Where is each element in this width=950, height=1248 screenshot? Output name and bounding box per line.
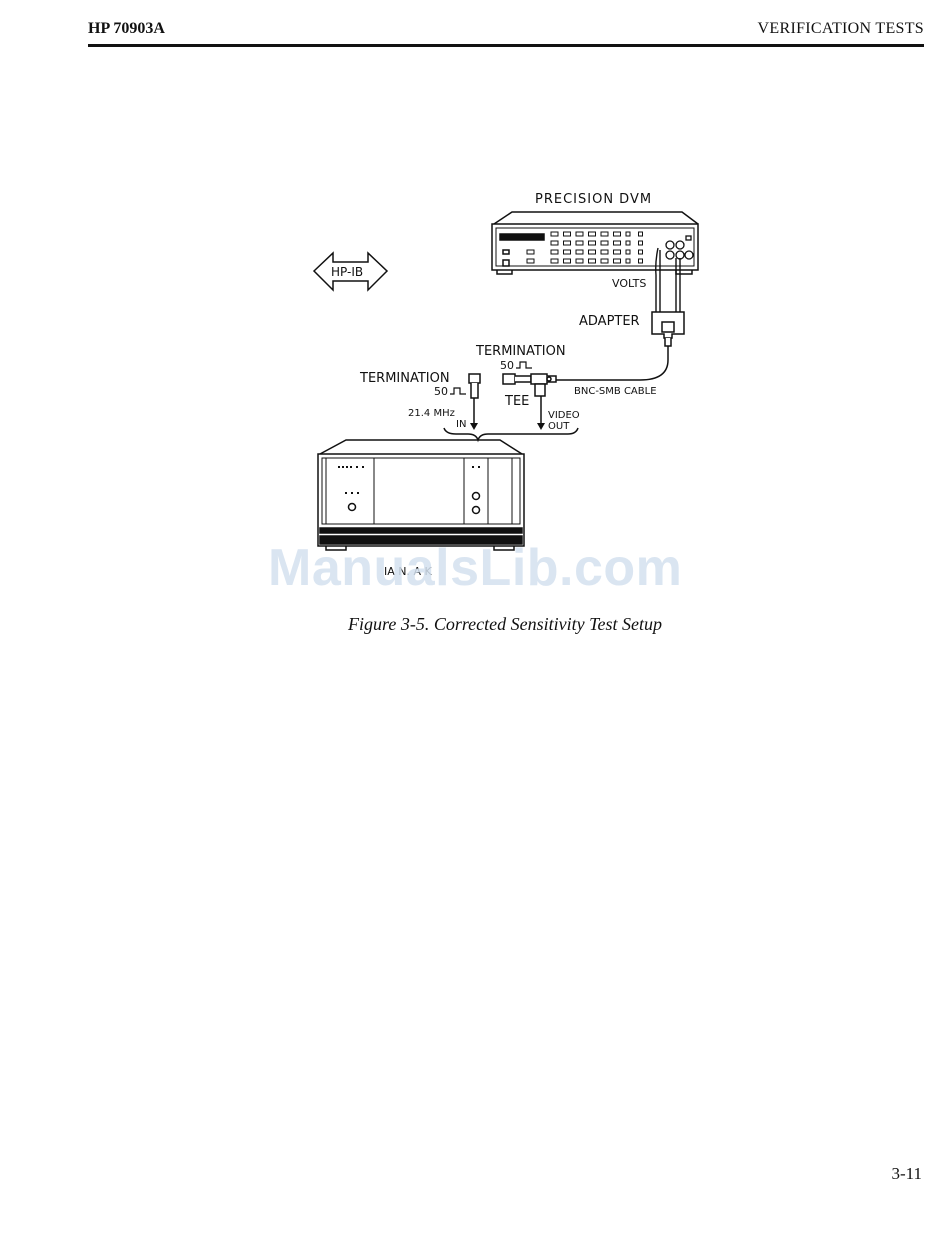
freq-in-label-2: IN [456, 419, 466, 430]
hpib-label: HP-IB [331, 265, 363, 279]
dvm-key [551, 259, 558, 263]
dvm-key [551, 232, 558, 236]
dvm-key [601, 259, 608, 263]
dvm-key [564, 241, 571, 245]
mainframe-instrument [318, 440, 524, 550]
dvm-key [601, 232, 608, 236]
dvm-key [639, 259, 643, 263]
dvm-key [614, 232, 621, 236]
dvm-key [639, 241, 643, 245]
video-out-label-1: VIDEO [548, 410, 580, 421]
ohm-symbol-top [516, 362, 532, 368]
dvm-key [589, 250, 596, 254]
ohm-symbol-left [450, 388, 466, 394]
termination-top-ohms: 50 [500, 359, 514, 372]
termination-top-icon [503, 374, 531, 384]
dvm-key [614, 250, 621, 254]
cable-label: BNC-SMB CABLE [574, 386, 657, 397]
freq-in-label-1: 21.4 MHz [408, 408, 455, 419]
dvm-key [576, 232, 583, 236]
dvm-key [551, 241, 558, 245]
termination-top-label: TERMINATION [475, 344, 566, 359]
dvm-key [589, 241, 596, 245]
dvm-key [576, 259, 583, 263]
dvm-key [626, 250, 630, 254]
adapter-label: ADAPTER [579, 314, 640, 329]
dvm-key [614, 241, 621, 245]
dvm-key [639, 250, 643, 254]
dvm-title: PRECISION DVM [535, 192, 652, 207]
dvm-input-jacks [666, 236, 693, 259]
dvm-key [626, 259, 630, 263]
hpib-bus-icon: HP-IB [314, 253, 387, 290]
figure-caption: Figure 3-5. Corrected Sensitivity Test S… [0, 614, 950, 635]
dvm-key [527, 259, 534, 263]
dvm-key [564, 250, 571, 254]
dvm-key [639, 232, 643, 236]
module-indicator-dots [338, 466, 480, 494]
dvm-key [601, 250, 608, 254]
page-number: 3-11 [891, 1164, 922, 1184]
dvm-key [589, 259, 596, 263]
dvm-key [564, 232, 571, 236]
video-out-label-2: OUT [548, 421, 570, 432]
termination-left-ohms: 50 [434, 385, 448, 398]
termination-left-icon [469, 374, 480, 398]
dvm-key [576, 250, 583, 254]
dvm-key [601, 241, 608, 245]
bnc-smb-cable [556, 346, 668, 380]
test-setup-diagram: VOLTS PRECISION DVM ADAPTER BNC-SMB CABL… [0, 0, 950, 610]
adapter-icon [652, 312, 684, 346]
termination-left-label: TERMINATION [359, 371, 450, 386]
dvm-key [589, 232, 596, 236]
dvm-key [551, 250, 558, 254]
volts-label: VOLTS [612, 277, 646, 290]
dvm-key [626, 232, 630, 236]
dvm-key [527, 250, 534, 254]
tee-label: TEE [504, 394, 529, 409]
watermark: ManualsLib.com [268, 538, 682, 598]
dvm-key [576, 241, 583, 245]
dvm-key [626, 241, 630, 245]
tee-connector-icon [531, 374, 556, 396]
dvm-key [564, 259, 571, 263]
dvm-key [614, 259, 621, 263]
